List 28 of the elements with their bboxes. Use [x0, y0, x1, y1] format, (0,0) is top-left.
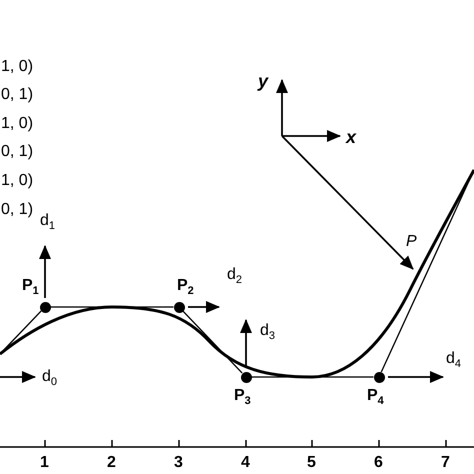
tick-label: 6 — [374, 454, 383, 472]
control-polygon-line — [50, 306, 174, 308]
tick-label: 1 — [40, 454, 49, 472]
point-label: P$_{1}$ — [22, 277, 39, 300]
coordinate-text: 1, 0) — [1, 58, 34, 76]
vector-label: d$_{3}$ — [260, 322, 276, 344]
point-label: P — [406, 233, 417, 251]
vector-label: d$_{0}$ — [42, 368, 58, 390]
point-label: P$_{4}$ — [367, 387, 384, 410]
tick-label: 3 — [174, 454, 183, 472]
control-polygon-line — [182, 310, 243, 374]
vector-label: d$_{2}$ — [227, 266, 242, 288]
axis-label: y⃗ — [258, 70, 282, 92]
point-label: P$_{3}$ — [234, 387, 251, 410]
tick-label: 4 — [241, 454, 250, 472]
tick-label: 7 — [441, 454, 450, 472]
tick-label: 2 — [107, 454, 116, 472]
tick-label: 5 — [307, 454, 316, 472]
control-polygon-line — [252, 376, 374, 378]
coordinate-text: 1, 0) — [1, 172, 34, 190]
coordinate-text: 1, 0) — [1, 115, 34, 133]
vector-label: d$_{1}$ — [40, 212, 56, 234]
coordinate-text: 0, 1) — [1, 86, 34, 104]
coordinate-text: 0, 1) — [1, 143, 34, 161]
axis-label: x⃗ — [346, 126, 370, 148]
vector-label: d$_{4}$ — [446, 350, 462, 372]
point-label: P$_{2}$ — [177, 277, 194, 300]
coordinate-text: 0, 1) — [1, 201, 34, 219]
